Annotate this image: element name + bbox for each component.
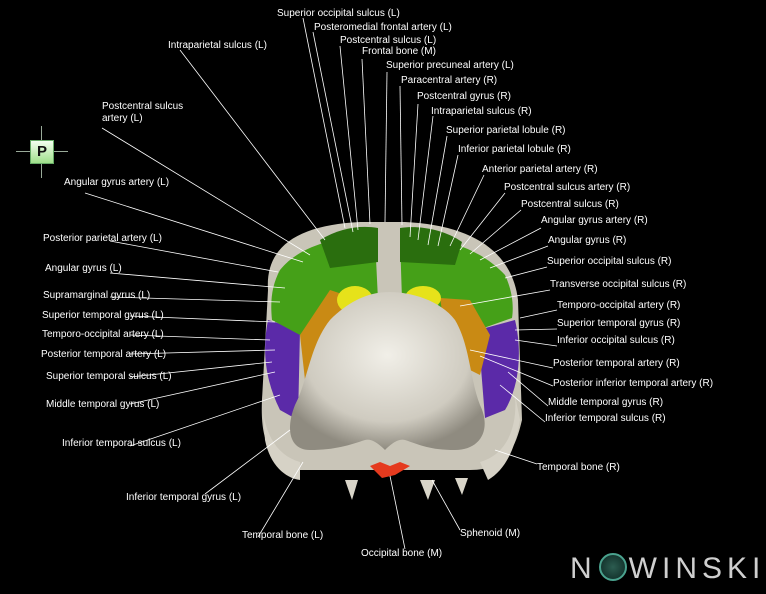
label-posterior-temporal-artery-r: Posterior temporal artery (R): [553, 358, 680, 369]
label-frontal-bone-m: Frontal bone (M): [362, 46, 436, 57]
orientation-indicator: P: [16, 126, 68, 178]
process-shape: [345, 478, 468, 500]
nowinski-logo: N WINSKI: [570, 552, 765, 586]
label-superior-temporal-gyrus-r: Superior temporal gyrus (R): [557, 318, 681, 329]
label-temporal-bone-r: Temporal bone (R): [537, 462, 620, 473]
label-anterior-parietal-artery-r: Anterior parietal artery (R): [482, 164, 598, 175]
brand-text-before: N: [570, 552, 597, 585]
label-transverse-occipital-sulcus-r: Transverse occipital sulcus (R): [550, 279, 687, 290]
label-postcentral-sulcus-artery-r: Postcentral sulcus artery (R): [504, 182, 631, 193]
label-temporal-bone-l: Temporal bone (L): [242, 530, 324, 541]
label-postcentral-sulcus-r: Postcentral sulcus (R): [521, 199, 619, 210]
label-superior-temporal-sulcus-l: Superior temporal sulcus (L): [46, 371, 172, 382]
orientation-label: P: [30, 140, 54, 164]
label-postcentral-sulcus-l: Postcentral sulcus (L): [340, 35, 437, 46]
temporal-bone-right-shape: [480, 395, 520, 480]
label-paracentral-artery-r: Paracentral artery (R): [401, 75, 498, 86]
temporal-lobe-right-shape: [478, 320, 519, 418]
label-temporo-occipital-artery-l: Temporo-occipital artery (L): [42, 329, 164, 340]
label-occipital-bone-m: Occipital bone (M): [361, 548, 443, 559]
label-angular-gyrus-artery-r: Angular gyrus artery (R): [541, 215, 648, 226]
label-middle-temporal-gyrus-l: Middle temporal gyrus (L): [46, 399, 160, 410]
temporal-lobe-left-shape: [265, 320, 300, 420]
label-supramarginal-gyrus-l: Supramarginal gyrus (L): [43, 290, 151, 301]
label-postcentral-gyrus-r: Postcentral gyrus (R): [417, 91, 511, 102]
label-superior-occipital-sulcus-l: Superior occipital sulcus (L): [277, 8, 400, 19]
label-inferior-temporal-sulcus-l: Inferior temporal sulcus (L): [62, 438, 181, 449]
label-inferior-parietal-lobule-r: Inferior parietal lobule (R): [458, 144, 571, 155]
label-posterior-inferior-temporal-artery-r: Posterior inferior temporal artery (R): [553, 378, 714, 389]
label-posterior-parietal-artery-l: Posterior parietal artery (L): [43, 233, 162, 244]
label-angular-gyrus-l: Angular gyrus (L): [45, 263, 122, 274]
label-postcentral-sulcus-artery-l: Postcentral sulcus artery (L): [102, 101, 184, 124]
label-superior-occipital-sulcus-r: Superior occipital sulcus (R): [547, 256, 672, 267]
globe-icon: [598, 553, 627, 581]
label-inferior-temporal-sulcus-r: Inferior temporal sulcus (R): [545, 413, 666, 424]
occipital-bone-shape: [290, 292, 485, 450]
label-intraparietal-sulcus-l: Intraparietal sulcus (L): [168, 40, 267, 51]
label-sphenoid-m: Sphenoid (M): [460, 528, 521, 539]
label-angular-gyrus-artery-l: Angular gyrus artery (L): [64, 177, 170, 188]
label-superior-precuneal-artery-l: Superior precuneal artery (L): [386, 60, 514, 71]
label-superior-temporal-gyrus-l: Superior temporal gyrus (L): [42, 310, 164, 321]
label-superior-parietal-lobule-r: Superior parietal lobule (R): [446, 125, 566, 136]
label-posteromedial-frontal-artery-l: Posteromedial frontal artery (L): [314, 22, 452, 33]
label-intraparietal-sulcus-r: Intraparietal sulcus (R): [431, 106, 532, 117]
basilar-artery-shape: [370, 462, 410, 478]
leader-lines: [84, 17, 558, 550]
temporal-bone-left-shape: [262, 395, 300, 480]
brand-text-after: WINSKI: [628, 552, 766, 585]
label-inferior-temporal-gyrus-l: Inferior temporal gyrus (L): [126, 492, 242, 503]
label-temporo-occipital-artery-r: Temporo-occipital artery (R): [557, 300, 681, 311]
label-middle-temporal-gyrus-r: Middle temporal gyrus (R): [548, 397, 664, 408]
label-inferior-occipital-sulcus-r: Inferior occipital sulcus (R): [557, 335, 675, 346]
label-posterior-temporal-artery-l: Posterior temporal artery (L): [41, 349, 167, 360]
superior-parietal-left-shape: [320, 226, 378, 268]
label-angular-gyrus-r: Angular gyrus (R): [548, 235, 627, 246]
superior-parietal-right-shape: [400, 227, 462, 265]
